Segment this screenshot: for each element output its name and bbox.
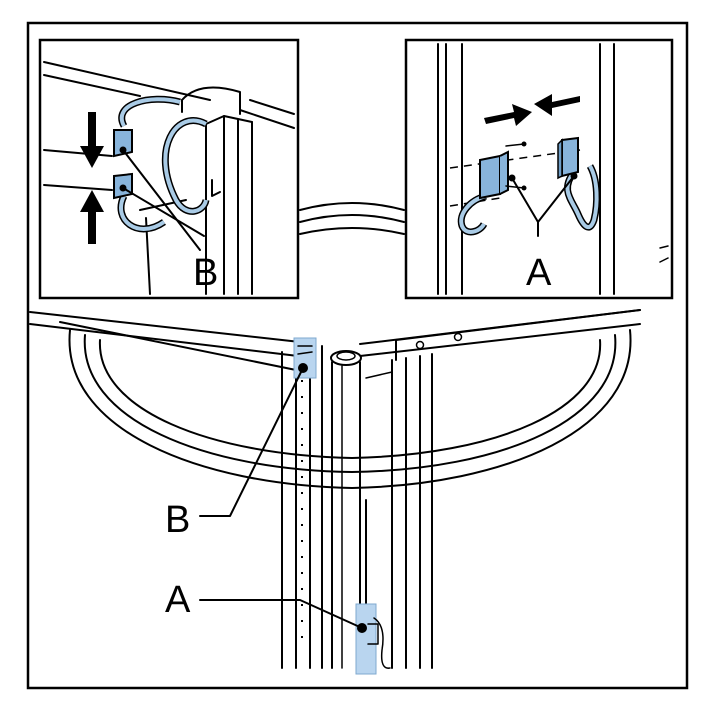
inset-right: A	[404, 38, 674, 300]
door-leaf-right	[365, 353, 433, 669]
inset-left: B	[38, 38, 300, 300]
inset-right-frame	[404, 38, 674, 300]
leader-b-main	[199, 367, 304, 517]
label-a-main: A	[165, 579, 191, 621]
canopy-right	[359, 309, 641, 361]
door-ring	[68, 329, 632, 489]
cable-loop-b	[117, 95, 210, 233]
connector-b-upper	[113, 129, 133, 158]
label-b-main: B	[165, 499, 190, 541]
main-scene: B A	[29, 202, 641, 675]
bolt	[415, 340, 425, 350]
label-b-inset: B	[193, 252, 218, 294]
connector-a-right	[557, 136, 579, 180]
door-post-left	[281, 345, 323, 669]
label-a-inset: A	[526, 252, 552, 294]
bolt	[453, 332, 463, 342]
horizontal-push-arrows-icon	[484, 94, 580, 126]
connector-a-left	[479, 141, 527, 200]
connector-b-main	[293, 337, 317, 379]
cable-a-right	[564, 164, 601, 231]
leader-a-main	[199, 599, 363, 629]
cable-a-left	[457, 192, 488, 236]
canopy-left	[29, 311, 301, 371]
vertical-push-arrows-icon	[80, 112, 104, 244]
connector-a-main	[355, 603, 391, 675]
